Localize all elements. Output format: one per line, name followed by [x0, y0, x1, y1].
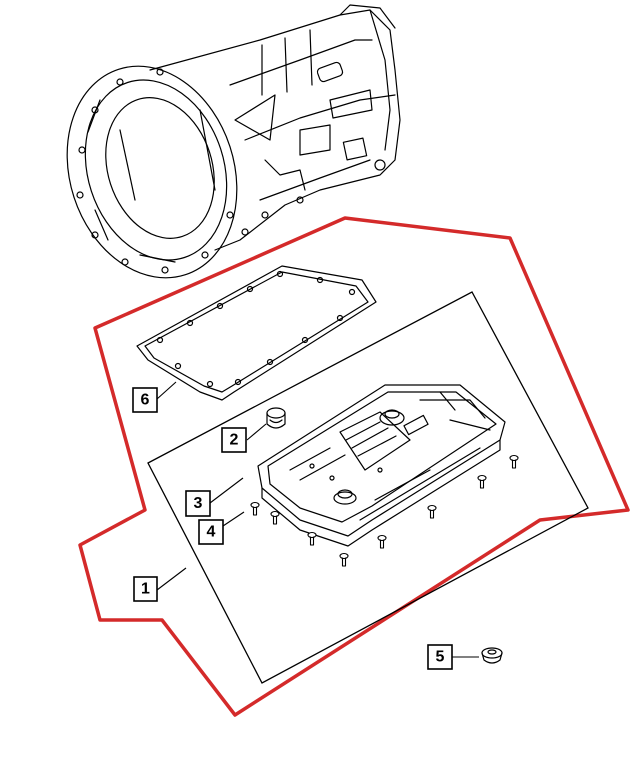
highlight-outline [78, 216, 630, 717]
nut-illustration [481, 647, 503, 664]
callout-3: 3 [185, 490, 211, 517]
bolt [377, 534, 387, 549]
callout-3-label: 3 [194, 495, 203, 512]
callout-5: 5 [427, 644, 453, 670]
drain-plug-illustration [266, 407, 286, 429]
bolt [427, 504, 437, 519]
bolt [250, 501, 260, 516]
leader-lines [156, 381, 479, 658]
callout-4-label: 4 [207, 524, 216, 541]
callout-5-label: 5 [436, 649, 445, 666]
bolt [509, 454, 519, 469]
pan-gasket-illustration [136, 265, 377, 401]
oil-pan-illustration [257, 384, 506, 547]
callout-1: 1 [133, 576, 158, 602]
callout-2-label: 2 [230, 432, 239, 449]
callout-4: 4 [198, 519, 224, 545]
bolt [307, 531, 317, 546]
pan-bolts-illustration [250, 454, 519, 567]
transmission-housing-illustration [66, 4, 401, 279]
bolt [339, 552, 349, 567]
callout-6: 6 [132, 387, 158, 413]
callout-1-label: 1 [141, 581, 150, 598]
callout-2: 2 [221, 427, 247, 453]
callout-6-label: 6 [141, 392, 150, 409]
kit-frame [147, 291, 589, 684]
bolt [477, 474, 487, 489]
bolt [270, 510, 280, 525]
